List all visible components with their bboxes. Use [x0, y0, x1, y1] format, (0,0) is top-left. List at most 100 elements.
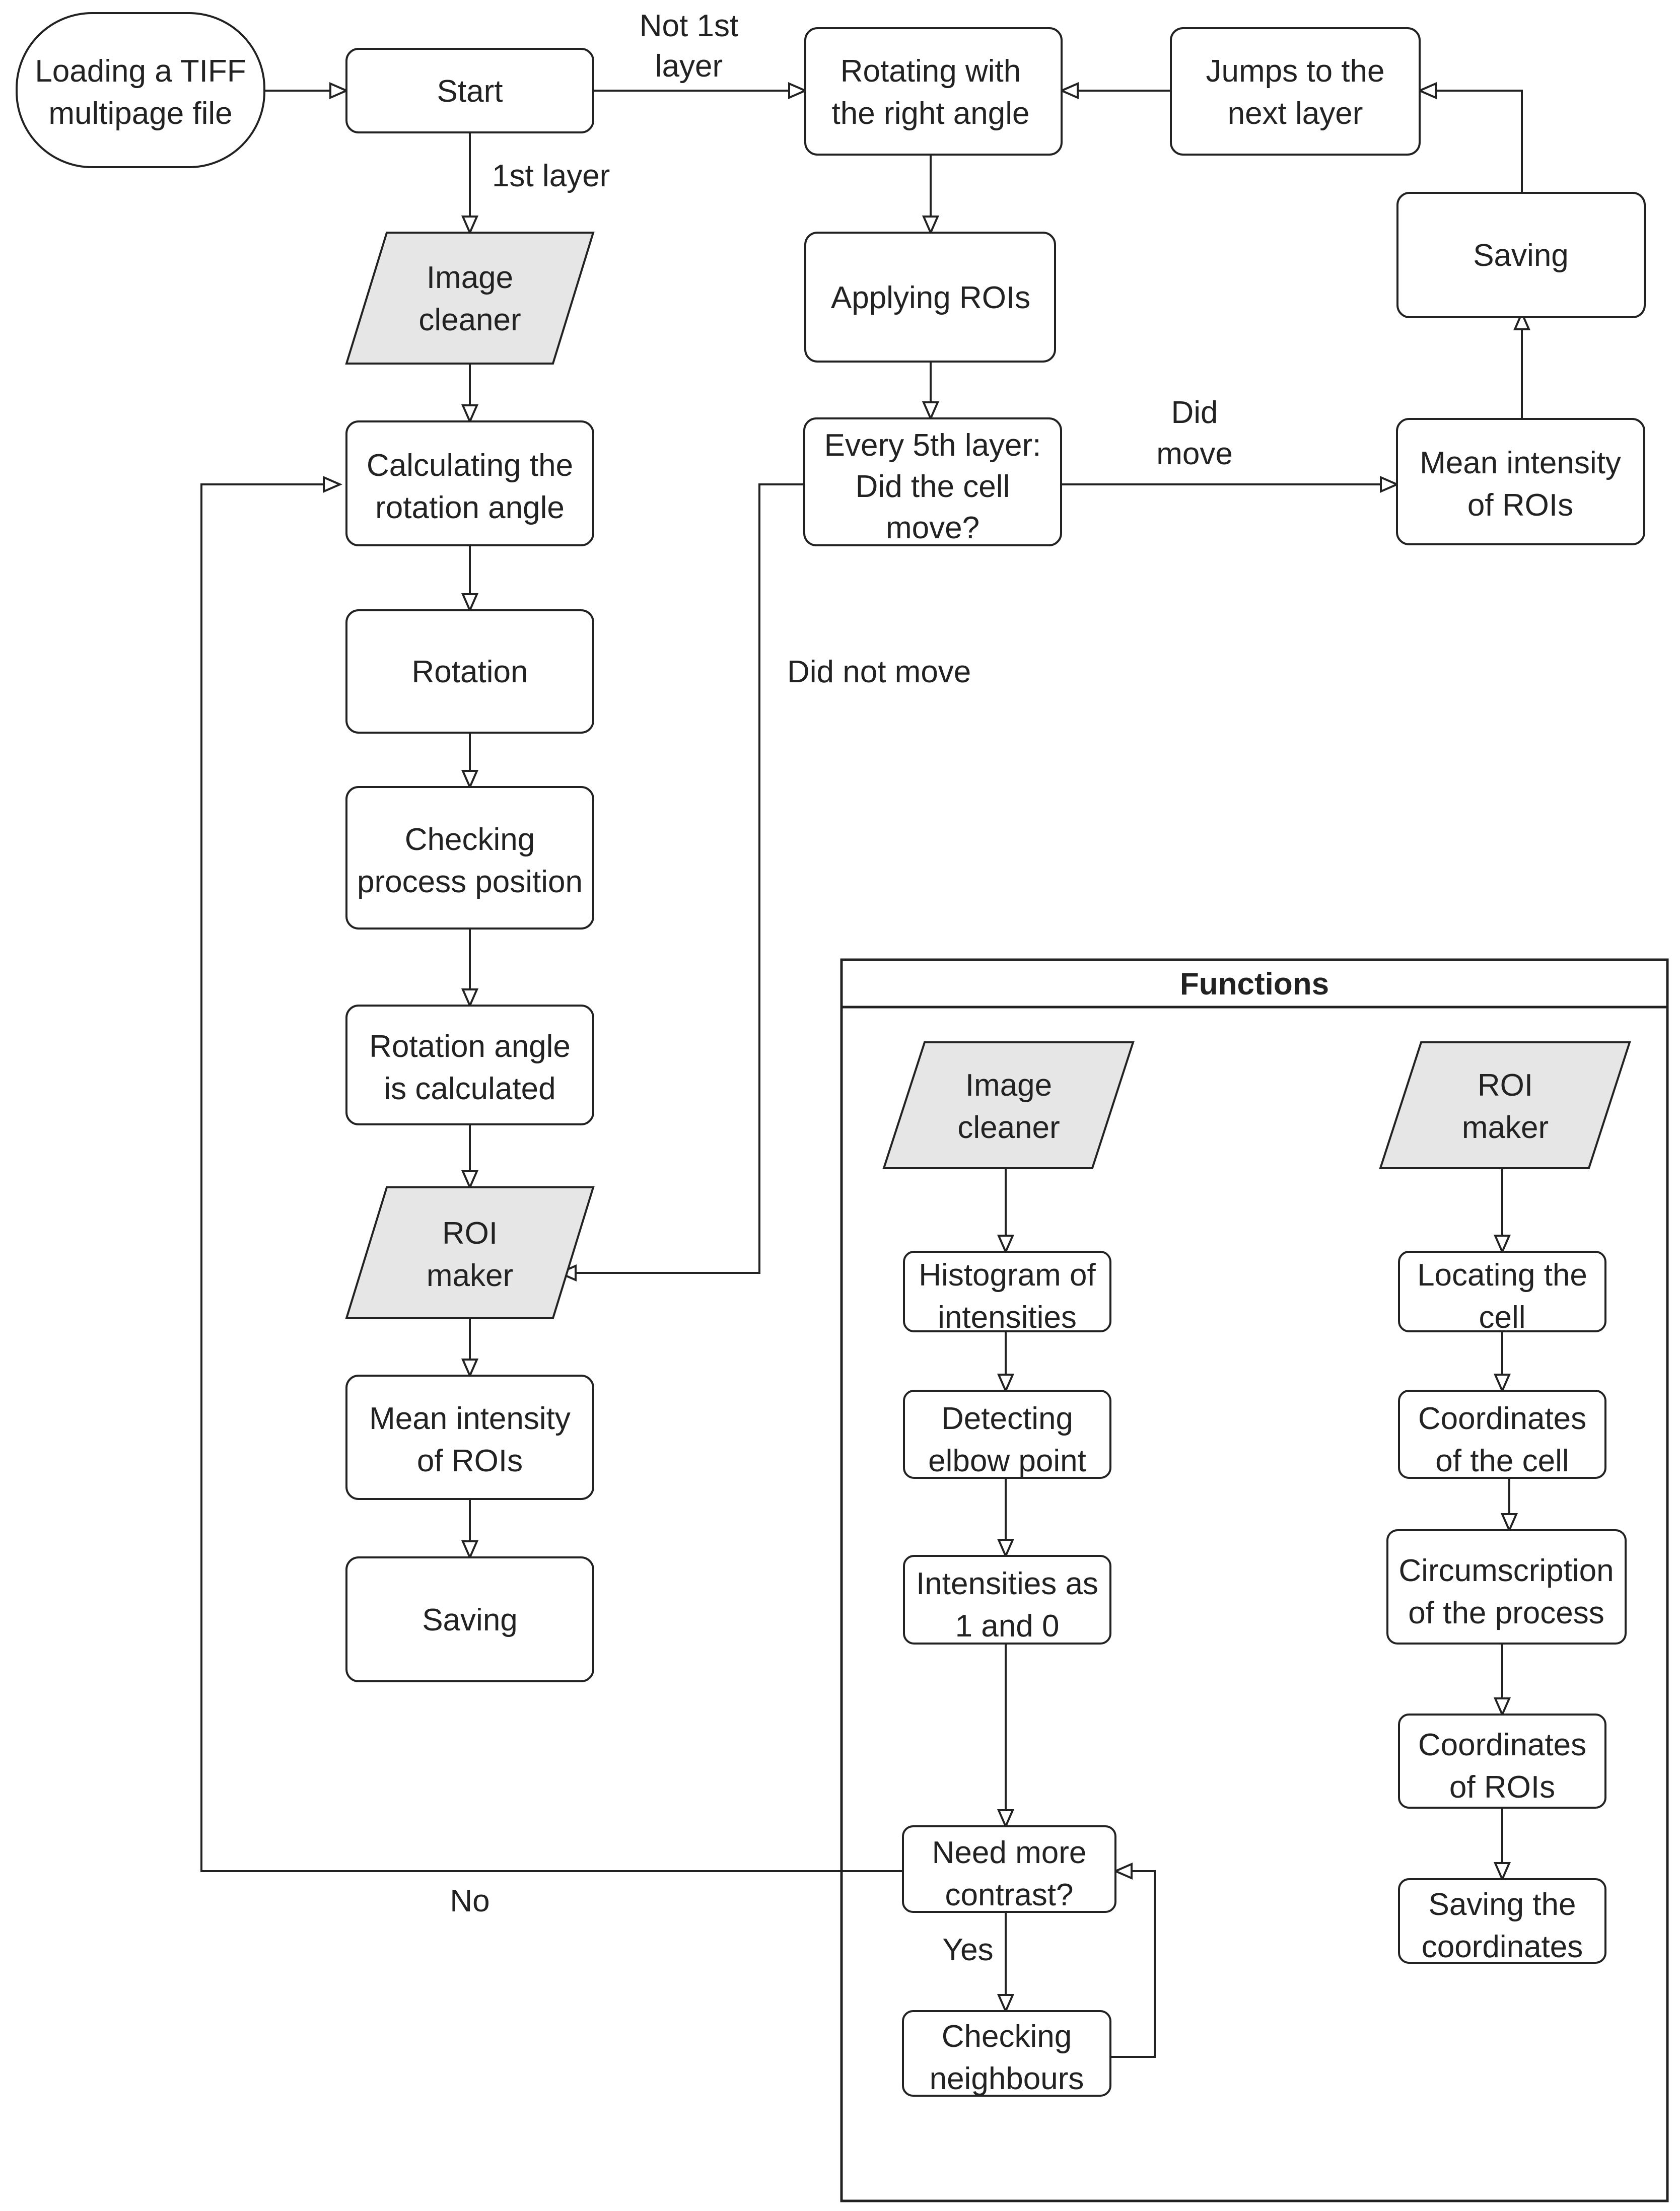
node-saving-right[interactable]: Saving: [1396, 192, 1646, 318]
saving-coords-line-1: Saving the: [1429, 1887, 1576, 1922]
arrow-head-right: [323, 475, 342, 493]
arrow-head-right: [329, 82, 349, 100]
arrow-head-down: [461, 216, 479, 235]
arrow-head-right: [788, 82, 808, 100]
elbow-line-1: Detecting: [941, 1401, 1073, 1436]
neighbours-line-2: neighbours: [930, 2061, 1084, 2096]
connectors: [200, 90, 1523, 2058]
loading-line-2: multipage file: [48, 96, 232, 131]
node-image-cleaner[interactable]: Image cleaner: [345, 232, 595, 365]
fn-roi-line-1: ROI: [1478, 1068, 1533, 1103]
label-yes: Yes: [942, 1933, 993, 1967]
arrow-head-down: [922, 401, 940, 421]
fn-cleaner-line-2: cleaner: [957, 1110, 1060, 1145]
arrow-head-down: [997, 1374, 1015, 1393]
node-saving[interactable]: Saving: [345, 1556, 594, 1682]
jumps-line-2: next layer: [1228, 96, 1363, 131]
node-applying-rois[interactable]: Applying ROIs: [804, 232, 1056, 363]
node-rotation[interactable]: Rotation: [345, 609, 594, 734]
functions-title: Functions: [1180, 967, 1329, 1002]
saving-label: Saving: [422, 1603, 518, 1637]
calc-angle-line-2: rotation angle: [375, 490, 565, 525]
circumscription-line-1: Circumscription: [1398, 1553, 1614, 1588]
jumps-line-1: Jumps to the: [1206, 54, 1385, 89]
arrow-head-left: [1417, 82, 1437, 100]
rotating-line-1: Rotating with: [841, 54, 1021, 89]
applying-rois-label: Applying ROIs: [831, 280, 1030, 315]
arrow-head-down: [922, 216, 940, 235]
arrow-head-down: [1500, 1513, 1518, 1533]
every5th-line-3: move?: [886, 511, 979, 545]
node-start[interactable]: Start: [345, 48, 594, 133]
arrow-head-down: [997, 1994, 1015, 2014]
contrast-line-2: contrast?: [945, 1878, 1073, 1912]
edge-contrast-no-to-calc: [200, 483, 903, 1872]
coords-rois-line-2: of ROIs: [1449, 1770, 1555, 1805]
label-not-first-line-1: Not 1st: [640, 9, 738, 43]
coords-cell-line-2: of the cell: [1435, 1444, 1569, 1478]
arrow-head-down: [1493, 1235, 1511, 1254]
fn-coordinates-cell[interactable]: Coordinates of the cell: [1398, 1390, 1606, 1479]
rotation-label: Rotation: [412, 655, 528, 689]
edge-every5th-to-roi-maker: [576, 483, 804, 1274]
fn-need-more-contrast[interactable]: Need more contrast?: [902, 1825, 1116, 1913]
histogram-line-1: Histogram of: [919, 1258, 1096, 1293]
arrow-head-down: [1493, 1862, 1511, 1882]
label-did-move-line-2: move: [1156, 437, 1233, 471]
arrow-head-right: [1380, 475, 1399, 493]
coords-cell-line-1: Coordinates: [1418, 1401, 1586, 1436]
locating-line-1: Locating the: [1417, 1258, 1587, 1293]
arrow-head-down: [997, 1539, 1015, 1558]
fn-image-cleaner-header[interactable]: Image cleaner: [882, 1041, 1135, 1169]
calculated-line-2: is calculated: [384, 1072, 555, 1106]
fn-cleaner-line-1: Image: [965, 1068, 1052, 1103]
image-cleaner-line-2: cleaner: [418, 303, 521, 337]
arrow-head-down: [1493, 1697, 1511, 1717]
functions-panel: Functions: [840, 958, 1669, 2202]
binary-line-1: Intensities as: [916, 1566, 1098, 1601]
contrast-line-1: Need more: [932, 1835, 1087, 1870]
binary-line-2: 1 and 0: [955, 1609, 1060, 1644]
svg-text:Intensities as1 and 0: Intensities as 1 and 0: [916, 1566, 1098, 1644]
node-angle-calculated[interactable]: Rotation angle is calculated: [345, 1005, 594, 1125]
calculated-line-1: Rotation angle: [369, 1029, 571, 1064]
node-jumps-next-layer[interactable]: Jumps to the next layer: [1170, 27, 1421, 156]
arrow-head-down: [461, 770, 479, 790]
arrow-head-down: [461, 1359, 479, 1378]
fn-intensities-binary[interactable]: Intensities as 1 and 0: [903, 1555, 1111, 1645]
mean-right-line-2: of ROIs: [1467, 488, 1573, 523]
image-cleaner-line-1: Image: [427, 260, 513, 295]
